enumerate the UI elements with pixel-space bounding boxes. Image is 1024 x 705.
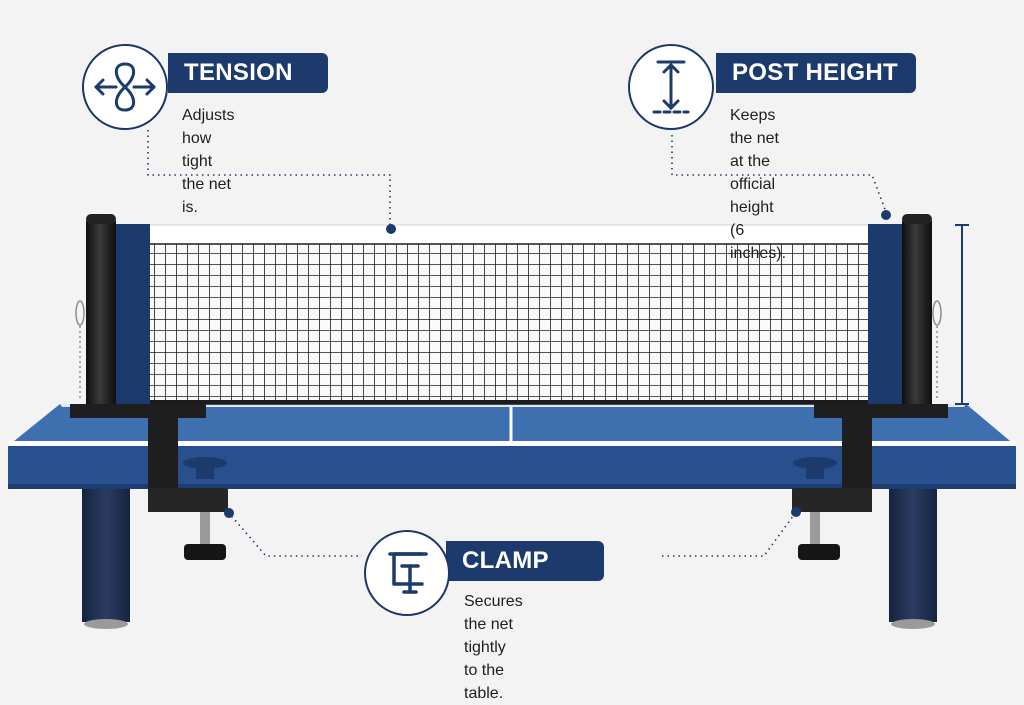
callout-clamp-description: Secures the net tightly to the table. bbox=[464, 590, 523, 705]
table-leg-right bbox=[889, 486, 937, 622]
leader-dot-tension bbox=[386, 224, 396, 234]
callout-post-height-title: POST HEIGHT bbox=[716, 53, 916, 93]
callout-clamp-line1: Secures the net tightly bbox=[464, 593, 523, 656]
clamp-left-screw bbox=[200, 512, 210, 546]
post-height-measure-icon bbox=[628, 44, 714, 130]
clamp-icon bbox=[364, 530, 450, 616]
callout-tension-line1: Adjusts how tight bbox=[182, 107, 235, 170]
post-right-cap bbox=[902, 214, 932, 224]
clamp-left-pad bbox=[183, 457, 227, 469]
table-foot-left bbox=[84, 619, 128, 629]
clamp-right-knob bbox=[798, 544, 840, 560]
leader-lines bbox=[147, 130, 887, 557]
net bbox=[116, 224, 902, 406]
table-foot-right bbox=[891, 619, 935, 629]
table-white-edge bbox=[8, 441, 1016, 446]
clamp-right bbox=[792, 404, 948, 560]
net-mesh bbox=[147, 243, 871, 405]
height-dimension-marker bbox=[955, 224, 969, 405]
tension-infinity-arrows-icon bbox=[82, 44, 168, 130]
callout-post-height-line2: official height (6 inches). bbox=[730, 176, 787, 262]
clamp-left bbox=[70, 404, 228, 560]
callout-tension-title: TENSION bbox=[168, 53, 328, 93]
table-tennis-net-diagram bbox=[8, 130, 1016, 629]
tension-cords bbox=[75, 300, 942, 400]
post-right bbox=[902, 218, 932, 408]
table-legs bbox=[82, 486, 937, 629]
callout-tension-line2: the net is. bbox=[182, 176, 231, 216]
leader-dot-post-height bbox=[881, 210, 891, 220]
leader-dot-clamp-right bbox=[791, 507, 801, 517]
callout-clamp-title: CLAMP bbox=[446, 541, 604, 581]
net-posts bbox=[86, 214, 932, 408]
leader-dot-clamp-left bbox=[224, 508, 234, 518]
leader-line-post-height bbox=[671, 135, 887, 213]
net-side-band-left bbox=[116, 224, 150, 406]
callout-clamp-line2: to the table. bbox=[464, 662, 505, 702]
clamp-left-knob bbox=[184, 544, 226, 560]
cord-hook-right bbox=[932, 300, 942, 326]
cord-hook-left bbox=[75, 300, 85, 326]
leader-line-clamp-right bbox=[662, 511, 797, 557]
callout-post-height-line1: Keeps the net at the bbox=[730, 107, 779, 170]
post-left bbox=[86, 218, 116, 408]
callout-tension-description: Adjusts how tight the net is. bbox=[182, 104, 234, 219]
callout-post-height-description: Keeps the net at the official height (6 … bbox=[730, 104, 786, 265]
clamp-right-screw bbox=[810, 512, 820, 546]
clamp-right-pad bbox=[793, 457, 837, 469]
post-left-cap bbox=[86, 214, 116, 224]
table-leg-left bbox=[82, 486, 130, 622]
leader-dots bbox=[224, 210, 891, 518]
leader-line-tension bbox=[147, 130, 391, 226]
net-side-band-right bbox=[868, 224, 902, 406]
net-bottom-edge bbox=[148, 400, 870, 404]
table-front-edge-shadow bbox=[8, 484, 1016, 489]
leader-line-clamp-left bbox=[227, 511, 362, 557]
